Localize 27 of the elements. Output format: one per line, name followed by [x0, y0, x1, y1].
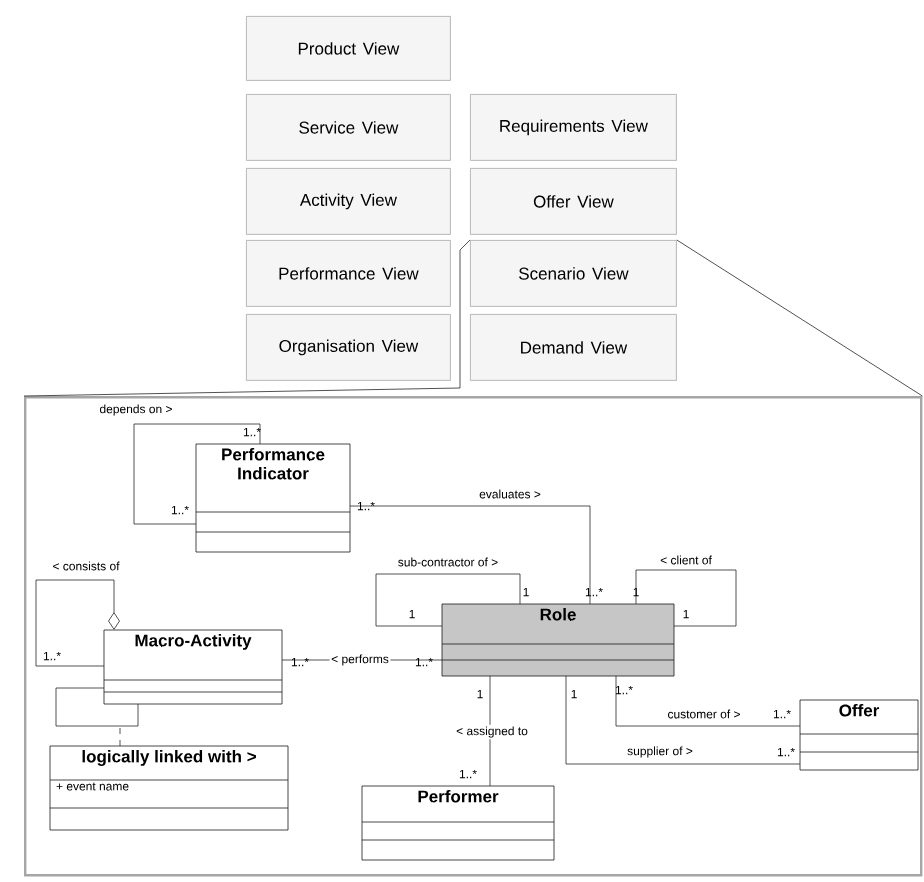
association-line	[565, 675, 801, 765]
zoom-line	[676, 239, 923, 397]
class-box: Offer	[799, 699, 919, 771]
view-box: Requirements View	[470, 94, 677, 161]
view-box: Product View	[246, 16, 451, 81]
view-box: Scenario View	[470, 240, 677, 307]
association-line	[635, 569, 737, 627]
class-box: Performance Indicator	[195, 443, 351, 553]
association-line	[55, 687, 139, 727]
association-line	[489, 675, 491, 787]
association-line	[375, 573, 521, 627]
association-line	[35, 579, 120, 667]
view-box: Offer View	[470, 168, 677, 235]
association-line	[133, 423, 261, 525]
view-box: Activity View	[246, 168, 451, 235]
view-box: Service View	[246, 94, 451, 161]
view-box: Organisation View	[246, 314, 451, 381]
association-line	[349, 505, 591, 605]
zoom-frame	[24, 396, 923, 877]
class-box: Role	[441, 603, 675, 677]
zoom-line	[23, 239, 471, 397]
view-box: Performance View	[246, 240, 451, 307]
view-box: Demand View	[470, 314, 677, 381]
association-line	[615, 675, 801, 727]
class-box: Macro-Activity	[103, 629, 283, 705]
class-box: Performer	[361, 785, 555, 861]
dashed-connector	[119, 725, 121, 747]
